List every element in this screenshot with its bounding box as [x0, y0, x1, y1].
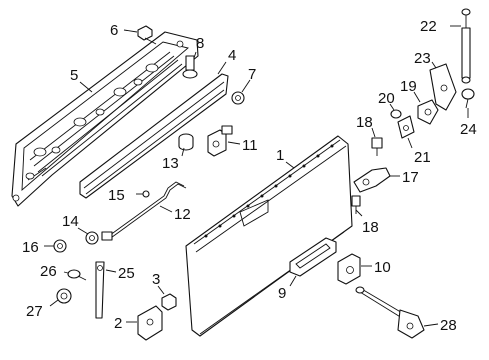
callout-12: 12 — [174, 206, 191, 223]
callout-10: 10 — [374, 259, 391, 276]
part-18-lower-bolt — [351, 195, 363, 217]
callout-22: 22 — [420, 18, 437, 35]
part-10-latch — [337, 253, 372, 285]
callout-28: 28 — [440, 317, 457, 334]
callout-17: 17 — [402, 169, 419, 186]
callout-9: 9 — [278, 285, 286, 302]
callout-labels: 1 2 3 4 5 6 7 8 9 10 11 12 13 14 15 16 1… — [22, 18, 477, 334]
callout-5: 5 — [70, 67, 78, 84]
callout-1: 1 — [276, 147, 284, 164]
part-9-handle — [289, 237, 337, 287]
part-13-bushing — [178, 133, 194, 157]
part-4-rail — [79, 61, 229, 199]
part-8-bolt — [182, 51, 198, 79]
callout-14: 14 — [62, 213, 79, 230]
callout-2: 2 — [114, 315, 122, 332]
callout-20: 20 — [378, 90, 395, 107]
part-12-rod — [101, 181, 187, 241]
part-23-bracket — [429, 61, 457, 111]
callout-13: 13 — [162, 155, 179, 172]
callout-21: 21 — [414, 149, 431, 166]
part-17-bracket — [353, 167, 400, 193]
part-22-gas-strut — [450, 8, 471, 84]
part-15-washer — [136, 190, 150, 198]
part-14-grommet — [77, 227, 99, 245]
part-7-nut — [231, 79, 251, 105]
part-24-bolt — [461, 88, 475, 118]
callout-19: 19 — [400, 78, 417, 95]
callout-3: 3 — [152, 271, 160, 288]
callout-6: 6 — [110, 22, 118, 39]
part-6-bolt — [123, 25, 157, 45]
callout-18-lower: 18 — [362, 219, 379, 236]
callout-4: 4 — [228, 47, 236, 64]
callout-27: 27 — [26, 303, 43, 320]
callout-8: 8 — [196, 35, 204, 52]
part-5-inner-panel — [11, 31, 199, 207]
callout-26: 26 — [40, 263, 57, 280]
callout-24: 24 — [460, 121, 477, 138]
part-18-upper-bolt — [371, 127, 383, 156]
part-3-bolt — [157, 285, 177, 311]
part-16-nut — [44, 239, 67, 253]
callout-7: 7 — [248, 66, 256, 83]
part-20-clip — [389, 103, 402, 119]
part-1-tailgate — [185, 135, 353, 337]
callout-16: 16 — [22, 239, 39, 256]
callout-15: 15 — [108, 187, 125, 204]
part-25-cable — [95, 261, 117, 319]
part-2-hinge — [126, 305, 163, 341]
part-11-clip — [207, 125, 241, 157]
part-27-washer — [49, 288, 72, 307]
part-28-latch-rod — [355, 286, 439, 339]
part-26-bolt — [63, 269, 87, 281]
callout-25: 25 — [118, 265, 135, 282]
callout-18-upper: 18 — [356, 114, 373, 131]
callout-23: 23 — [414, 50, 431, 67]
part-21-plate — [397, 115, 415, 149]
part-19-hinge-piece — [413, 91, 439, 125]
callout-11: 11 — [242, 137, 258, 154]
